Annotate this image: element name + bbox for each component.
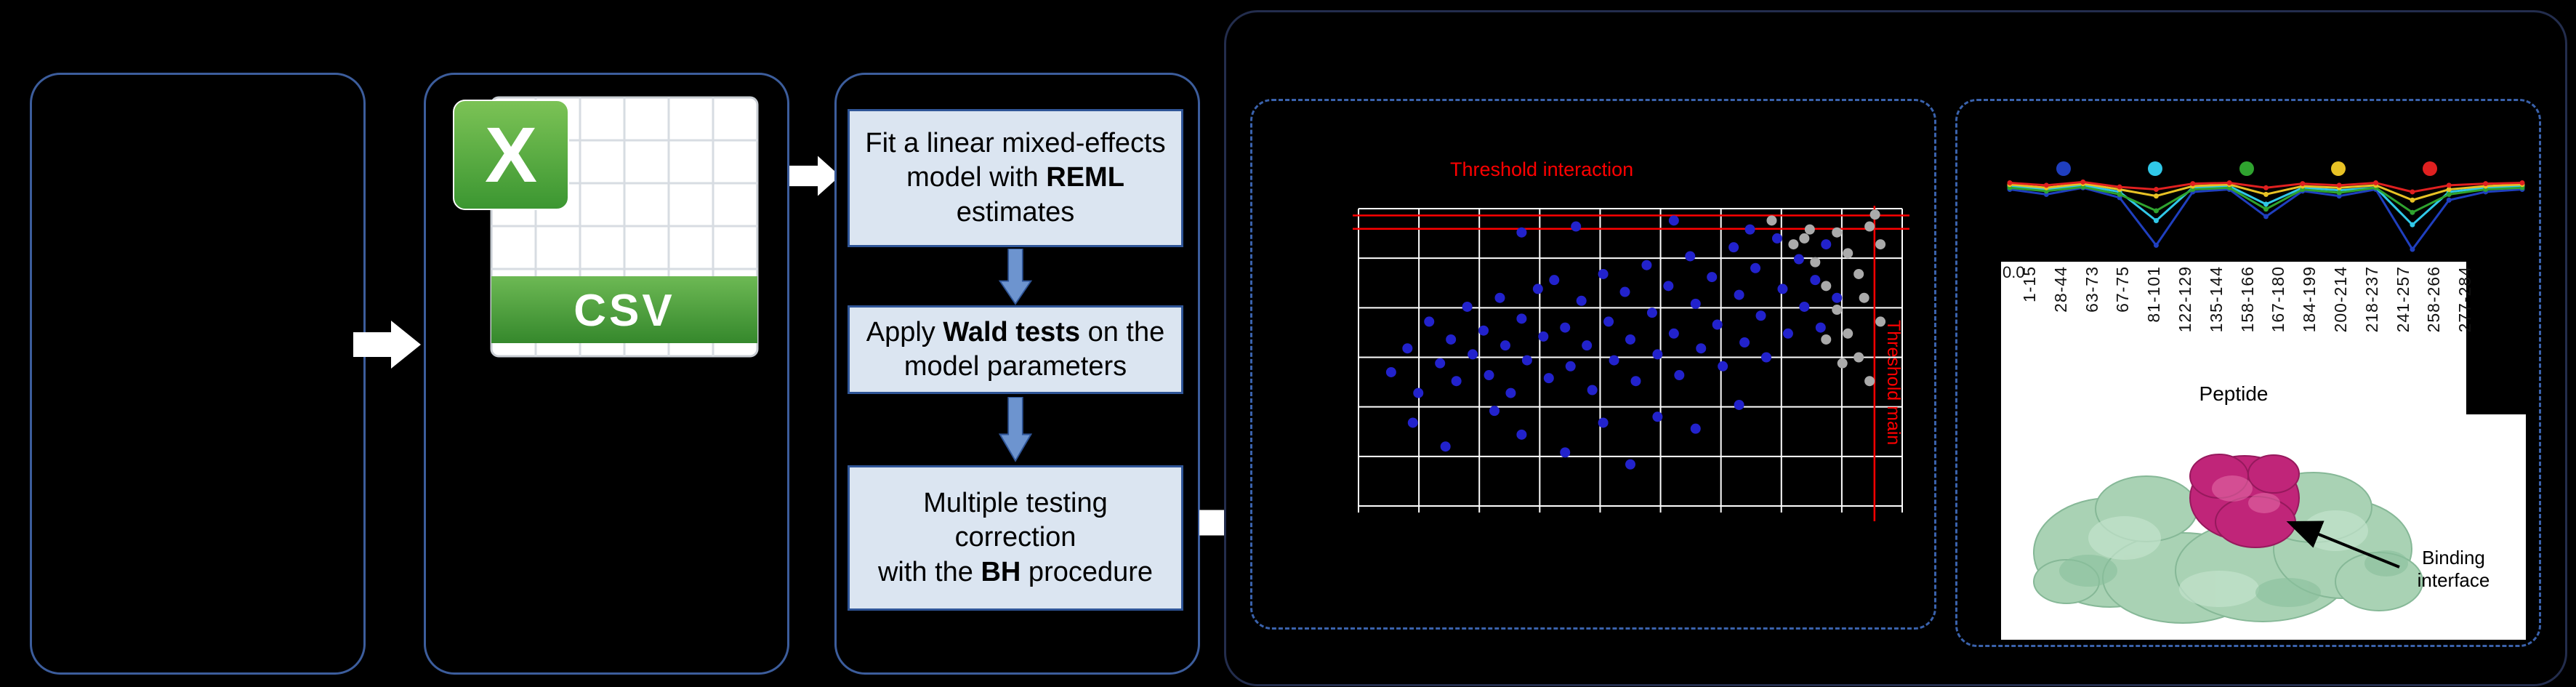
peptide-label: 81-101: [2144, 266, 2164, 323]
threshold-interaction-label: Threshold interaction: [1450, 158, 1634, 180]
peptide-label: 218-237: [2362, 266, 2381, 333]
excel-logo-letter: X: [485, 111, 537, 198]
binding-arrow-icon: [2286, 521, 2400, 569]
protein-structure: [2033, 454, 2423, 624]
legend-dot: [2331, 161, 2346, 176]
profile-panel: [1955, 99, 2541, 647]
peptide-label: 167-180: [2269, 266, 2288, 333]
peptide-label: 158-166: [2237, 266, 2257, 333]
peptide-label: 122-129: [2175, 266, 2194, 333]
peptide-label: 1-15: [2020, 266, 2039, 303]
step-text-bold: REML: [1046, 162, 1124, 193]
step-text-pre: Fit a linear mixed-effects model with: [865, 128, 1174, 193]
step-text-post: on the model parameters: [903, 316, 1172, 382]
legend-dot: [2239, 161, 2254, 176]
step-text-post: procedure: [1021, 556, 1154, 587]
peptide-profile-chart: [2007, 179, 2525, 252]
excel-logo-square: [453, 100, 569, 210]
legend-dot: [2423, 161, 2437, 176]
step-box-reml: Fit a linear mixed-effects model with RE…: [848, 109, 1183, 247]
binding-interface-label: Binding interface: [2417, 547, 2490, 592]
volcano-plot: [1353, 206, 1909, 521]
y-tick-label: 0.0: [2003, 263, 2025, 281]
peptide-axis: 0.0 1-15 28-44 63-73 67-75 81-101 122-129 135-…: [2001, 262, 2474, 414]
volcano-panel: [1250, 99, 1936, 630]
down-arrow-icon: [998, 249, 1033, 305]
peptide-label: 67-75: [2113, 266, 2133, 313]
step-text: Fit a linear mixed-effects model with RE…: [860, 126, 1171, 229]
peptide-label: 277-284: [2455, 266, 2475, 333]
peptide-label: 28-44: [2050, 266, 2070, 313]
step-text-pre: Apply: [866, 316, 943, 347]
step-text-post: estimates: [956, 162, 1132, 228]
legend-dot: [2148, 161, 2162, 176]
step-text: Multiple testing correction with the BH …: [860, 486, 1171, 589]
peptide-label: 135-144: [2206, 266, 2226, 333]
threshold-main-label: Threshold main: [1883, 320, 1904, 446]
step-text-bold: Wald tests: [943, 316, 1081, 347]
csv-file-icon: CSV X: [453, 96, 759, 358]
legend-dot: [2056, 161, 2071, 176]
step-box-bh: Multiple testing correction with the BH …: [848, 465, 1183, 611]
step-text-bold: BH: [981, 556, 1021, 587]
protein-structure-box: Binding interface: [2001, 414, 2526, 640]
peptide-label: 258-266: [2424, 266, 2444, 333]
flow-arrow-icon: [789, 156, 840, 196]
protein-shadow: [2059, 550, 2408, 607]
csv-ribbon-label: CSV: [573, 286, 675, 336]
peptide-label: 184-199: [2300, 266, 2319, 333]
peptide-label: 241-257: [2393, 266, 2412, 333]
csv-ribbon: [491, 276, 757, 343]
peptide-axis-title: Peptide: [2199, 382, 2269, 405]
step-text: Apply Wald tests on the model parameters: [860, 316, 1171, 384]
step-box-wald: Apply Wald tests on the model parameters: [848, 305, 1183, 394]
input-panel: [30, 73, 366, 675]
peptide-label: 63-73: [2082, 266, 2101, 313]
binding-region-highlight: [2212, 475, 2280, 513]
down-arrow-icon: [998, 397, 1033, 462]
flow-arrow-icon: [353, 321, 421, 369]
condition-legend: [1995, 161, 2533, 176]
peptide-label: 200-214: [2331, 266, 2350, 333]
step-text-pre: Multiple testing correction with the: [877, 488, 1108, 587]
